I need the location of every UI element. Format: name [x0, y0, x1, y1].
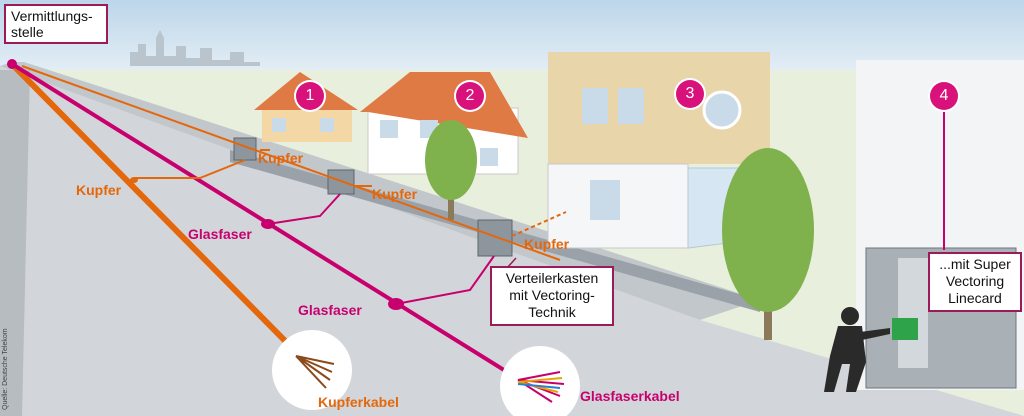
- copper-main-cable: [9, 61, 303, 359]
- copper-street-line: [21, 65, 561, 261]
- copper-drop-1: [134, 159, 246, 179]
- copper-splice: [130, 177, 138, 183]
- house-connection-box-2: [327, 169, 355, 195]
- technician-figure: [824, 307, 890, 392]
- fiber-drop-2: [395, 255, 495, 305]
- copper-house1-label: Kupfer: [258, 150, 304, 166]
- fiber-cable-bubble: [500, 346, 580, 416]
- exchange-callout: Vermittlungs- stelle: [4, 4, 108, 44]
- cabinet-callout: Verteilerkasten mit Vectoring- Technik: [490, 266, 614, 326]
- fiber-label-1: Glasfaser: [188, 226, 252, 242]
- marker-1: 1: [296, 82, 324, 110]
- marker-4: 4: [930, 82, 958, 110]
- fiber-drop-1: [267, 193, 341, 225]
- tree-2: [722, 148, 814, 340]
- copper-cable-bubble: [272, 330, 352, 410]
- curb: [0, 70, 30, 416]
- linecard-callout: ...mit Super Vectoring Linecard: [928, 252, 1022, 312]
- street-cabinet: [477, 219, 513, 257]
- tree-1: [425, 120, 477, 220]
- copper-house3-label: Kupfer: [524, 236, 570, 252]
- source-credit: Quelle: Deutsche Telekom: [2, 328, 9, 410]
- street: [0, 62, 1024, 416]
- copper-cable-label: Kupferkabel: [318, 394, 399, 410]
- fiber-splice-1: [261, 219, 275, 229]
- copper-drop-house3: [511, 211, 567, 237]
- exchange-point: [7, 59, 17, 69]
- marker-3: 3: [676, 80, 704, 108]
- fiber-cable-label: Glasfaserkabel: [580, 388, 680, 404]
- city-skyline: [130, 30, 260, 66]
- copper-house2-label: Kupfer: [372, 186, 418, 202]
- fiber-splice-2: [388, 298, 404, 310]
- fiber-label-2: Glasfaser: [298, 302, 362, 318]
- marker-2: 2: [456, 82, 484, 110]
- copper-road-label: Kupfer: [76, 182, 122, 198]
